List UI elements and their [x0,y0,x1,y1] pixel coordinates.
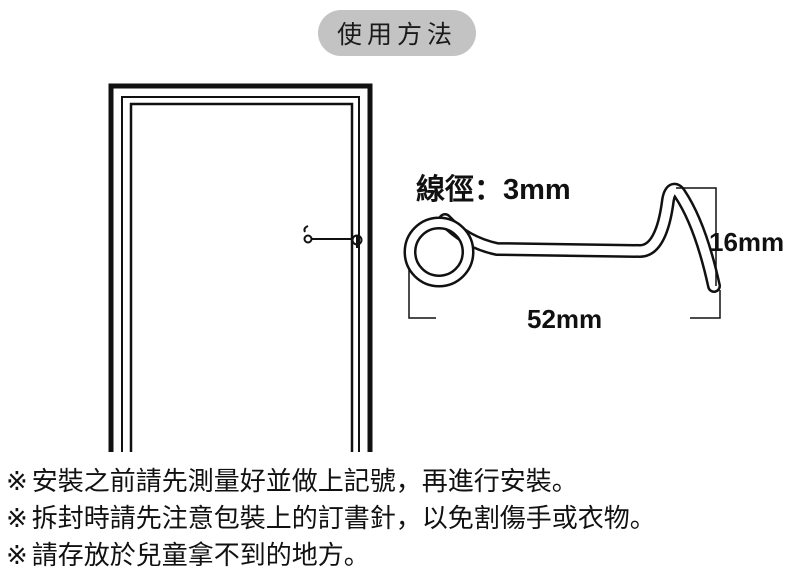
dimension-lines [408,187,721,319]
door-frame-outer [108,83,373,452]
reference-mark-icon: ※ [6,504,28,534]
note-item: ※ 安裝之前請先測量好並做上記號，再進行安裝。 [6,464,796,501]
reference-mark-icon: ※ [6,467,28,497]
note-text: 拆封時請先注意包裝上的訂書針，以免割傷手或衣物。 [31,504,656,534]
door-frame-inner [121,96,360,452]
usage-notes: ※ 安裝之前請先測量好並做上記號，再進行安裝。 ※ 拆封時請先注意包裝上的訂書針… [6,464,796,575]
height-dimension-label: 16mm [709,227,785,257]
note-text: 請存放於兒童拿不到的地方。 [31,541,370,571]
height-dimension [676,187,717,286]
width-dimension-right [690,290,721,319]
width-dimension-label: 52mm [527,304,603,334]
reference-mark-icon: ※ [6,541,28,571]
note-item: ※ 拆封時請先注意包裝上的訂書針，以免割傷手或衣物。 [6,501,796,538]
page-title: 使用方法 [318,10,476,56]
installed-hook-icon [303,225,363,248]
note-text: 安裝之前請先測量好並做上記號，再進行安裝。 [31,467,578,497]
hook-illustration [403,182,721,293]
door-leaf [129,102,354,452]
wire-diameter-label: 線徑：3mm [416,174,571,206]
note-item: ※ 請存放於兒童拿不到的地方。 [6,538,796,575]
door-illustration [108,83,373,452]
width-dimension-left [408,268,436,319]
